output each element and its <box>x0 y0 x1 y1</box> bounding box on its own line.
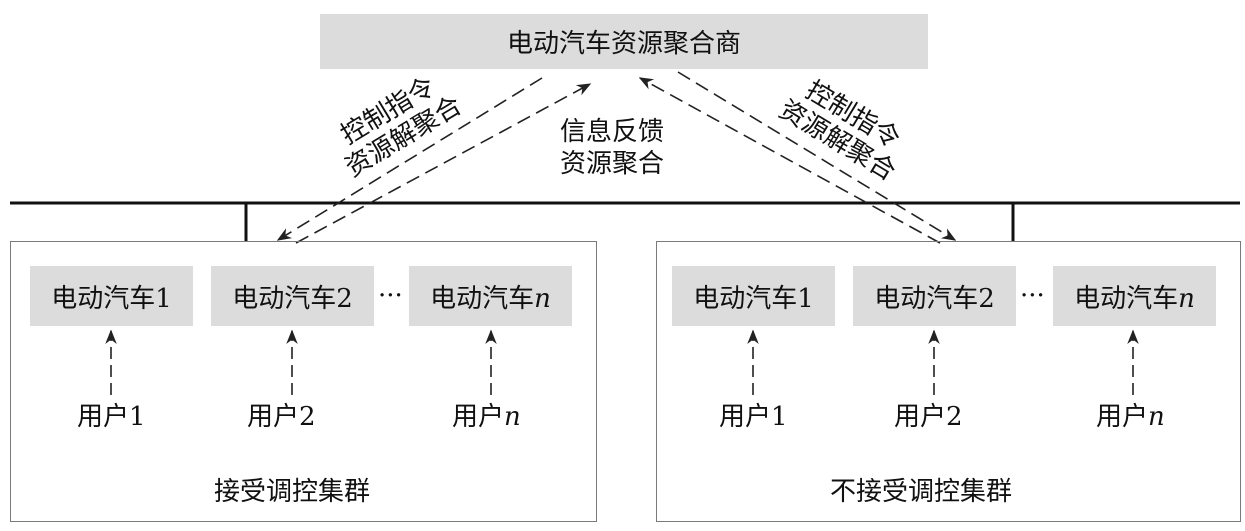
middle-label-feedback: 信息反馈 <box>560 117 665 147</box>
ev-box: 电动汽车2 <box>211 266 374 326</box>
ev-box: 电动汽车n <box>409 266 572 326</box>
ellipsis: ··· <box>1020 281 1045 311</box>
cluster-title: 接受调控集群 <box>214 477 371 507</box>
ev-box: 电动汽车2 <box>853 266 1016 326</box>
user-label: 用户2 <box>894 402 963 432</box>
user-label: 用户n <box>1096 402 1165 432</box>
ellipsis: ··· <box>378 281 403 311</box>
ev-box: 电动汽车n <box>1053 266 1216 326</box>
ev-label: 电动汽车1 <box>51 283 172 314</box>
ev-box: 电动汽车1 <box>672 266 835 326</box>
middle-labels: 信息反馈 资源聚合 <box>560 116 664 180</box>
user-label: 用户2 <box>247 402 316 432</box>
cluster-controlled <box>10 241 597 522</box>
ev-box: 电动汽车1 <box>30 266 193 326</box>
cluster-uncontrolled <box>656 241 1241 522</box>
left-up-arrow <box>295 83 592 244</box>
left-down-arrow <box>276 77 543 241</box>
ev-label: 电动汽车n <box>430 283 551 314</box>
ev-label: 电动汽车1 <box>693 283 814 314</box>
cluster-title: 不接受调控集群 <box>830 477 1013 507</box>
user-label: 用户1 <box>719 402 788 432</box>
right-down-arrow <box>677 71 957 241</box>
ev-label: 电动汽车n <box>1074 283 1195 314</box>
user-label: 用户1 <box>77 402 146 432</box>
aggregator-label: 电动汽车资源聚合商 <box>506 29 741 59</box>
user-label: 用户n <box>452 402 521 432</box>
right-up-arrow <box>638 77 941 244</box>
aggregator-box: 电动汽车资源聚合商 <box>320 14 928 69</box>
ev-label: 电动汽车2 <box>232 283 353 314</box>
ev-label: 电动汽车2 <box>874 283 995 314</box>
middle-label-aggregate: 资源聚合 <box>560 149 665 179</box>
